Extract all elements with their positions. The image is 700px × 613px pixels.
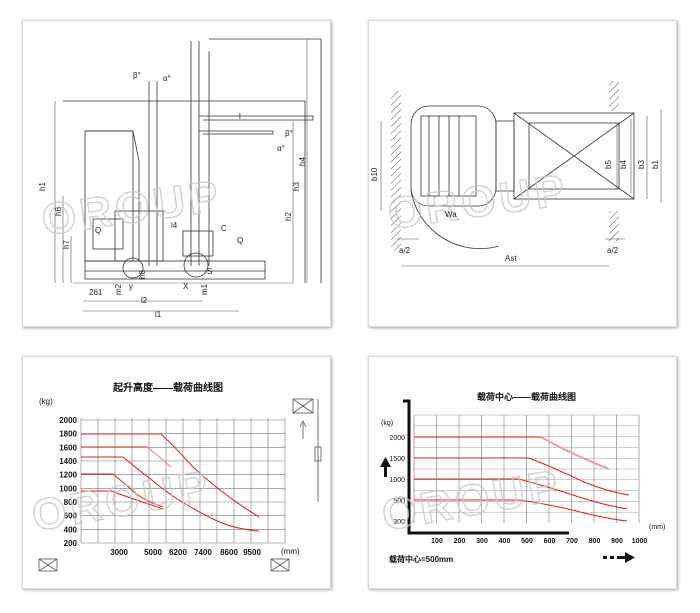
y-tick-label: 2000 [59,416,77,425]
load-curve [414,499,628,522]
load-center-load-chart: 载荷中心——载荷曲线图 (kg) (mm) 载荷中心=500mm 2000 150… [378,391,666,564]
x-tick-label: 600 [544,538,556,545]
x-tick-label: 9500 [243,548,261,557]
side-view-drawing: OROUP β° α° β° α° h1 h6 h7 h8 h2 h3 h4 l… [38,38,322,319]
label-h3: h3 [292,182,301,191]
lift-chart-title: 起升高度——载荷曲线图 [112,381,223,394]
y-tick-label: 1000 [59,484,77,493]
pallet-icon-right [270,558,290,572]
x-tick-label: 900 [611,538,623,545]
x-tick-label: 3000 [110,548,128,557]
y-tick-label: 400 [64,525,78,534]
pallet-icon-left [38,558,58,572]
label-s: S [207,267,212,276]
svg-text:OROUP: OROUP [378,461,565,541]
side-view-panel: OROUP β° α° β° α° h1 h6 h7 h8 h2 h3 h4 l… [22,20,331,327]
label-261: 261 [89,288,103,297]
load-curve-faint [146,446,172,468]
forklift-icon [292,398,322,502]
top-view-drawing: OROUP b10 b5 b4 b3 b1 Wa a/2 a/2 Ast [370,81,662,267]
x-tick-label: 8600 [220,548,238,557]
label-h4: h4 [298,157,307,166]
svg-text:OROUP: OROUP [39,171,225,245]
label-m1: m1 [200,283,209,295]
y-tick-label: 500 [393,498,405,505]
load-curve [414,436,610,470]
lift-chart-unit-y: (kg) [39,397,53,406]
label-l1: l1 [155,310,162,319]
label-wa: Wa [445,210,457,219]
load-curve [414,478,628,510]
y-tick-label: 1000 [389,477,405,484]
load-curve [414,457,630,496]
y-tick-label: 300 [393,519,405,526]
label-b1: b1 [651,160,660,169]
load-curve [81,433,260,518]
label-b4: b4 [619,160,628,169]
label-beta: β° [133,71,141,80]
y-tick-label: 1800 [59,430,77,439]
lift-height-load-chart: 起升高度——载荷曲线图 (kg) (mm) 2000 1800 1600 1400 12… [28,381,322,572]
label-q: Q [237,236,243,245]
y-tick-label: 1200 [59,471,77,480]
label-m2: m2 [114,283,123,295]
label-h1: h1 [38,182,47,191]
y-tick-label: 1500 [389,456,405,463]
x-tick-label: 6200 [169,548,187,557]
up-arrow-icon [380,457,391,477]
x-tick-label: 7400 [194,548,212,557]
y-tick-label: 200 [64,539,78,548]
center-chart-note: 载荷中心=500mm [389,554,453,564]
y-tick-label: 2000 [389,435,405,442]
center-chart-title: 载荷中心——载荷曲线图 [477,391,576,402]
x-tick-label: 5000 [144,548,162,557]
y-tick-label: 1400 [59,457,77,466]
label-y: y [129,282,133,291]
x-tick-label: 300 [476,538,488,545]
label-h7: h7 [62,240,71,249]
x-tick-label: 400 [499,538,511,545]
label-alpha: α° [163,74,171,83]
label-a2-left: a/2 [399,246,411,255]
label-beta2: β° [285,129,293,138]
load-frame-bracket [403,399,569,535]
label-x: X [183,282,189,291]
label-b10: b10 [370,167,379,181]
center-chart-unit-x: (mm) [649,524,665,531]
x-tick-label: 1000 [632,538,648,545]
load-curve-faint [540,436,610,470]
x-tick-label: 500 [521,538,533,545]
label-h2: h2 [284,212,293,221]
x-tick-label: 800 [589,538,601,545]
x-tick-label: 700 [566,538,578,545]
y-tick-label: 600 [64,512,78,521]
x-tick-label: 200 [454,538,466,545]
lift-height-load-chart-panel: 起升高度——载荷曲线图 (kg) (mm) 2000 1800 1600 1400 12… [22,356,331,589]
load-center-load-chart-panel: 载荷中心——载荷曲线图 (kg) (mm) 载荷中心=500mm 2000 150… [368,356,677,589]
label-h8: h8 [138,270,147,279]
label-l4: l4 [171,221,178,230]
label-l2: l2 [141,296,148,305]
y-tick-label: 1600 [59,443,77,452]
x-tick-label: 100 [431,538,443,545]
label-q2: Q [95,226,101,235]
load-curve [81,473,164,508]
label-l: l [239,112,241,121]
right-arrow-icon [603,552,635,563]
lift-chart-unit-x: (mm) [281,547,300,556]
y-tick-label: 800 [64,498,78,507]
load-curve [81,456,260,532]
load-curve [81,490,164,510]
center-chart-unit-y: (kg) [381,420,393,427]
label-a2-right: a/2 [607,246,619,255]
label-ast: Ast [505,254,517,263]
svg-text:OROUP: OROUP [385,165,571,239]
label-b5: b5 [604,160,613,169]
top-view-panel: OROUP b10 b5 b4 b3 b1 Wa a/2 a/2 Ast [368,20,677,327]
label-h6: h6 [54,207,63,216]
label-b3: b3 [637,160,646,169]
label-alpha2: α° [277,144,285,153]
label-c: C [221,224,227,233]
